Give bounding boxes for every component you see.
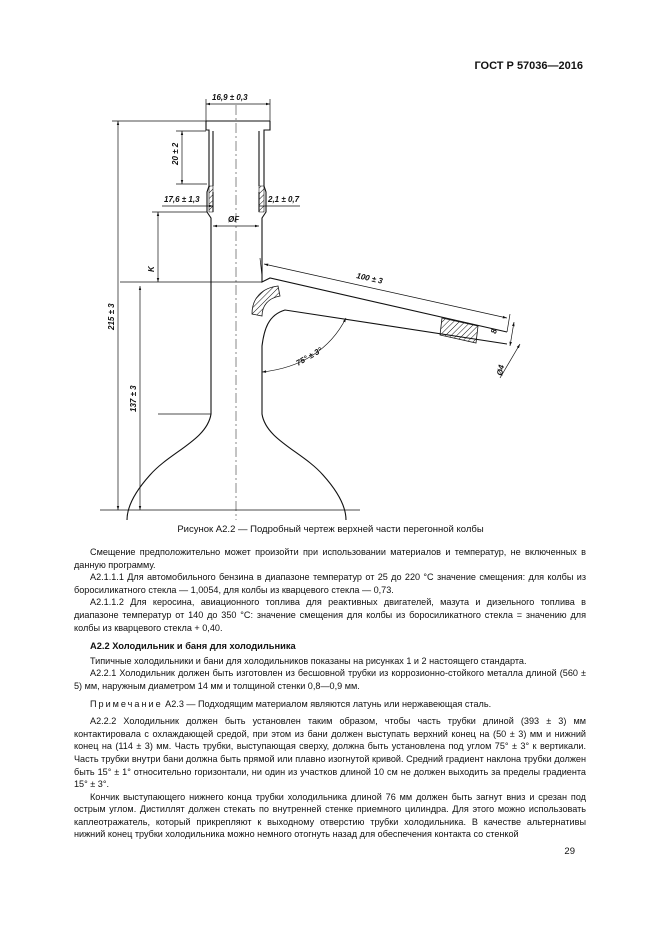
body-text: Смещение предположительно может произойт… bbox=[74, 546, 586, 841]
dim-tube-end: 8 bbox=[489, 328, 499, 335]
dim-tube-length: 100 ± 3 bbox=[356, 271, 384, 286]
section-heading: А2.2 Холодильник и баня для холодильника bbox=[90, 641, 296, 652]
note-label: Примечание bbox=[90, 698, 163, 709]
figure-caption: Рисунок А2.2 — Подробный чертеж верхней … bbox=[177, 524, 484, 535]
dim-diameter-f: ØF bbox=[228, 215, 240, 224]
dim-wall-thickness: 2,1 ± 0,7 bbox=[267, 195, 300, 204]
dimension-lines bbox=[100, 99, 521, 511]
note-text: А2.3 — Подходящим материалом являются ла… bbox=[162, 698, 492, 709]
dim-tube-diameter: Ø4 bbox=[495, 364, 506, 377]
paragraph: Типичные холодильники и бани для холодил… bbox=[90, 655, 527, 666]
dim-neck-height: 20 ± 2 bbox=[171, 142, 180, 166]
dim-bulb-height: 137 ± 3 bbox=[129, 385, 138, 412]
paragraph: А2.2.1 Холодильник должен быть изготовле… bbox=[74, 668, 586, 691]
page-number: 29 bbox=[564, 846, 575, 857]
dim-angle: 75° ± 3° bbox=[295, 345, 325, 367]
paragraph: А2.1.1.2 Для керосина, авиационного топл… bbox=[74, 597, 586, 633]
note: Примечание А2.3 — Подходящим материалом … bbox=[74, 698, 586, 711]
dim-k: K bbox=[147, 265, 156, 272]
document-code: ГОСТ Р 57036—2016 bbox=[474, 60, 583, 72]
dim-inner-diameter: 17,6 ± 1,3 bbox=[164, 195, 200, 204]
paragraph: А2.2.2 Холодильник должен быть установле… bbox=[74, 716, 586, 790]
flask-drawing: 16,9 ± 0,3 20 ± 2 17,6 ± 1,3 2,1 ± 0,7 Ø… bbox=[100, 93, 521, 520]
dim-total-height: 215 ± 3 bbox=[107, 303, 116, 331]
paragraph: Смещение предположительно может произойт… bbox=[74, 547, 586, 570]
dim-top-width: 16,9 ± 0,3 bbox=[212, 93, 248, 102]
paragraph: Кончик выступающего нижнего конца трубки… bbox=[74, 791, 586, 840]
paragraph: А2.1.1.1 Для автомобильного бензина в ди… bbox=[74, 572, 586, 595]
